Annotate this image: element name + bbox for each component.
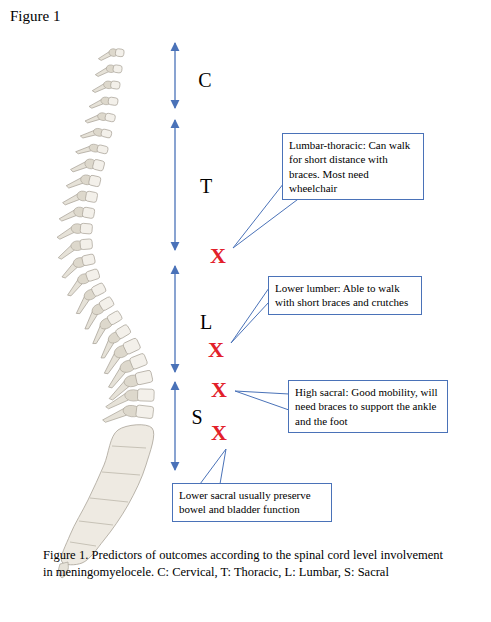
vertebra <box>105 370 155 401</box>
figure-caption: Figure 1. Predictors of outcomes accordi… <box>43 547 443 581</box>
vertebra <box>92 78 120 96</box>
vertebral-body <box>129 353 148 370</box>
vertebra <box>98 46 124 63</box>
vertebral-body <box>88 175 101 187</box>
spine-drawing <box>57 45 155 578</box>
lesion-mark: X <box>208 339 224 361</box>
vertebral-body <box>82 254 96 266</box>
lesion-mark: X <box>210 245 226 267</box>
sacral-ridge <box>112 446 146 448</box>
vertebral-body <box>110 81 120 90</box>
callout-text: Lower lumber: Able to walk with short br… <box>275 281 415 310</box>
level-brackets <box>175 43 176 470</box>
callout-text: High sacral: Good mobility, will need br… <box>295 385 441 428</box>
figure-title: Figure 1 <box>10 9 60 24</box>
vertebra <box>89 94 118 112</box>
vertebral-body <box>91 282 107 297</box>
lesion-mark: X <box>211 379 227 401</box>
callout-pointers <box>200 184 298 484</box>
sacral-bracket <box>174 382 175 470</box>
vertebral-body <box>105 113 116 122</box>
callout-text: Lumbar-thoracic: Can walk for short dist… <box>289 138 417 195</box>
callout-box: Lower lumber: Able to walk with short br… <box>268 276 422 315</box>
sacrum <box>61 425 153 565</box>
vertebra <box>95 62 122 79</box>
vertebral-body <box>135 370 153 385</box>
vertebra <box>85 109 116 129</box>
vertebral-body <box>92 159 105 171</box>
sacral-ridge <box>70 542 96 546</box>
level-letter: C <box>198 70 211 90</box>
vertebral-body <box>80 223 93 234</box>
vertebra <box>59 203 95 226</box>
vertebral-body <box>113 65 123 74</box>
callout-pointer <box>231 288 269 343</box>
vertebral-body <box>137 389 154 402</box>
level-letter: S <box>191 407 202 427</box>
vertebral-body <box>108 97 119 106</box>
cervical-bracket <box>174 43 175 108</box>
callout-pointer <box>235 391 289 410</box>
sacral-ridge <box>79 521 113 525</box>
vertebral-body <box>97 144 109 154</box>
level-letter: L <box>200 312 212 332</box>
callout-pointer <box>200 449 226 484</box>
vertebra <box>80 124 112 145</box>
callout-text: Lower sacral usually preserve bowel and … <box>179 488 325 517</box>
vertebral-body <box>85 268 100 281</box>
callout-box: Lumbar-thoracic: Can walk for short dist… <box>282 133 424 200</box>
thoracic-bracket <box>174 120 175 250</box>
vertebra <box>57 221 93 242</box>
vertebra <box>75 140 108 161</box>
vertebral-body <box>115 48 124 57</box>
vertebral-body <box>122 338 141 355</box>
lesion-mark: X <box>211 422 227 444</box>
spinous-process <box>102 404 127 425</box>
vertebral-body <box>136 405 154 419</box>
vertebra <box>102 401 153 427</box>
vertebral-body <box>85 191 98 203</box>
callout-box: Lower sacral usually preserve bowel and … <box>172 483 332 522</box>
vertebral-body <box>115 324 132 339</box>
lumbar-bracket <box>174 266 175 372</box>
vertebral-body <box>98 296 114 311</box>
vertebral-body <box>80 239 93 250</box>
vertebral-body <box>101 129 113 139</box>
vertebral-body <box>106 310 122 325</box>
level-letter: T <box>200 176 212 196</box>
sacral-ridge <box>102 472 140 475</box>
vertebral-body <box>82 207 95 219</box>
callout-box: High sacral: Good mobility, will need br… <box>288 380 448 433</box>
sacral-ridge <box>90 498 128 502</box>
